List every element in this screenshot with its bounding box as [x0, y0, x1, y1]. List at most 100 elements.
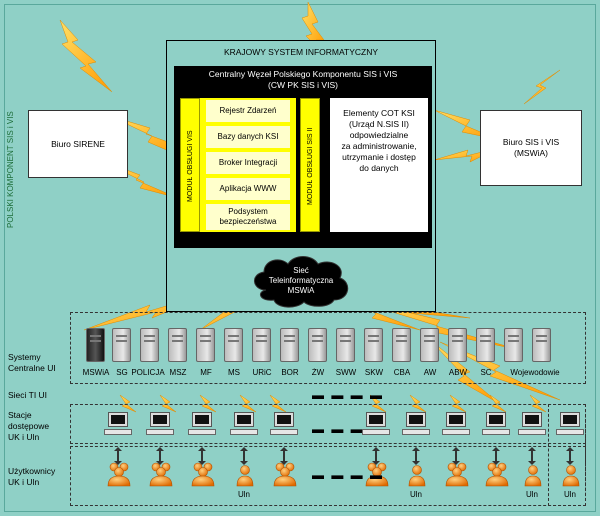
cot-line: utrzymanie i dostęp	[342, 152, 416, 162]
diagram-frame	[4, 4, 596, 512]
server-icon	[308, 328, 327, 362]
krajowy-system-title: KRAJOWY SYSTEM INFORMATYCZNY	[223, 47, 379, 57]
lightning-bolt	[439, 341, 561, 401]
label-users-line1: Użytkownicy	[8, 466, 56, 476]
module-vis: MODUŁ OBSŁUGI VIS	[180, 98, 200, 232]
server-icon	[252, 328, 271, 362]
biuro-sis-line2: (MSWiA)	[514, 148, 548, 158]
computer-icon	[104, 412, 132, 438]
server-label: BOR	[281, 368, 299, 377]
user-icon	[408, 465, 426, 487]
arrow-icon	[240, 447, 248, 465]
server-label: MF	[200, 368, 212, 377]
server-icon	[140, 328, 159, 362]
server-label: POLICJA	[131, 368, 165, 377]
cot-line: Elementy COT KSI	[343, 108, 415, 118]
user-icon	[236, 465, 254, 487]
label-stations-line2: dostępowe	[8, 421, 50, 431]
networks-ellipsis: ▬ ▬ ▬ ▬	[312, 388, 385, 402]
label-stations-line3: UK i Uln	[8, 432, 40, 442]
uln-label: Uln	[526, 490, 539, 499]
arrow-icon	[372, 447, 380, 465]
server-icon	[196, 328, 215, 362]
server-icon	[280, 328, 299, 362]
user-group-icon	[365, 462, 389, 487]
server-icon	[476, 328, 495, 362]
computer-icon	[556, 412, 584, 438]
module-item: Broker Integracji	[206, 152, 290, 174]
label-systems: Systemy Centralne UI	[8, 352, 56, 374]
user-group-icon	[485, 462, 509, 487]
module-item: Aplikacja WWW	[206, 178, 290, 200]
label-systems-line2: Centralne UI	[8, 363, 56, 373]
biuro-sirene-box: Biuro SIRENE	[28, 110, 128, 178]
user-group-icon	[191, 462, 215, 487]
computer-icon	[362, 412, 390, 438]
users-ellipsis: ▬ ▬ ▬ ▬	[312, 468, 385, 482]
server-icon	[448, 328, 467, 362]
network-label-line1: Sieć	[293, 266, 309, 275]
arrow-icon	[198, 447, 206, 465]
server-label: Wojewodowie	[510, 368, 560, 377]
arrow-icon	[114, 447, 122, 465]
computer-icon	[402, 412, 430, 438]
server-label: SC	[480, 368, 492, 377]
module-item: Bazy danych KSI	[206, 126, 290, 148]
systems-region	[70, 312, 586, 384]
arrow-icon	[452, 447, 460, 465]
arrow-icon	[156, 447, 164, 465]
network-label: Sieć Teleinformatyczna MSWiA	[256, 266, 346, 296]
label-users: Użytkownicy UK i Uln	[8, 466, 55, 488]
user-icon	[562, 465, 580, 487]
cot-line: do danych	[359, 163, 399, 173]
arrow-icon	[528, 447, 536, 465]
module-item: Podsystem bezpieczeństwa	[206, 204, 290, 230]
arrow-icon	[280, 447, 288, 465]
biuro-sis-box: Biuro SIS i VIS (MSWiA)	[480, 110, 582, 186]
server-icon	[86, 328, 105, 362]
server-label: SWW	[335, 368, 357, 377]
cot-line: za administrowanie,	[341, 141, 417, 151]
server-label: MSZ	[169, 368, 187, 377]
arrow-icon	[412, 447, 420, 465]
server-label: MSWiA	[82, 368, 110, 377]
user-icon	[524, 465, 542, 487]
server-icon	[392, 328, 411, 362]
label-systems-line1: Systemy	[8, 352, 41, 362]
server-icon	[420, 328, 439, 362]
computer-icon	[270, 412, 298, 438]
server-icon	[336, 328, 355, 362]
cot-line: (Urząd N.SIS II)	[349, 119, 409, 129]
computer-icon	[442, 412, 470, 438]
server-label: ABW	[448, 368, 468, 377]
computer-icon	[188, 412, 216, 438]
computer-icon	[482, 412, 510, 438]
server-label: CBA	[393, 368, 411, 377]
extra-uln-region	[548, 404, 586, 506]
user-group-icon	[445, 462, 469, 487]
computer-icon	[518, 412, 546, 438]
server-label: MS	[228, 368, 240, 377]
server-icon	[168, 328, 187, 362]
uln-label: Uln	[564, 490, 577, 499]
network-label-line2: Teleinformatyczna	[268, 276, 334, 285]
central-node-title-line1: Centralny Węzeł Polskiego Komponentu SIS…	[208, 69, 398, 79]
module-sis: MODUŁ OBSŁUGI SIS II	[300, 98, 320, 232]
label-users-line2: UK i Uln	[8, 477, 40, 487]
central-node-title: Centralny Węzeł Polskiego Komponentu SIS…	[174, 69, 432, 91]
uln-label: Uln	[238, 490, 251, 499]
computer-icon	[230, 412, 258, 438]
server-icon	[504, 328, 523, 362]
network-cloud	[254, 256, 349, 308]
user-group-icon	[149, 462, 173, 487]
server-label: ŻW	[311, 368, 325, 377]
arrow-icon	[492, 447, 500, 465]
central-node-title-line2: (CW PK SIS i VIS)	[268, 80, 338, 90]
label-networks: Sieci TI UI	[8, 390, 48, 400]
user-group-icon	[273, 462, 297, 487]
server-icon	[364, 328, 383, 362]
server-label: SKW	[364, 368, 384, 377]
server-label: AW	[423, 368, 437, 377]
lightning-bolt	[523, 69, 561, 105]
